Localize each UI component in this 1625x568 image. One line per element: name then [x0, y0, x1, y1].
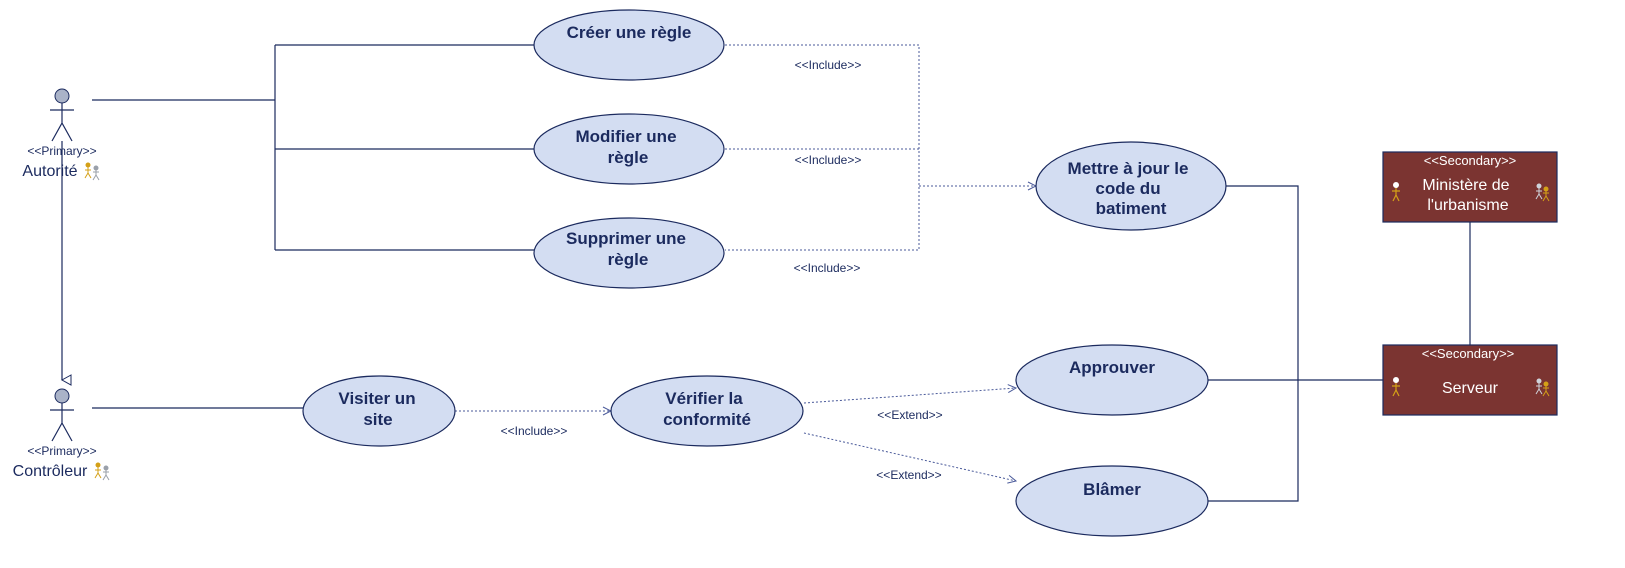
secondary-name: Serveur [1442, 380, 1499, 397]
associations [60, 44, 1471, 502]
include-bracket [725, 44, 920, 251]
actor-pair-icon [84, 162, 100, 181]
use-case-label: conformité [663, 410, 751, 429]
extend-approuver-arrow [803, 388, 1016, 404]
secondary-name: Ministère de [1422, 177, 1509, 194]
extend-label: <<Extend>> [877, 408, 942, 422]
use-case-blamer[interactable]: Blâmer [1015, 465, 1209, 537]
use-case-label: Approuver [1069, 358, 1155, 377]
actor-autorite[interactable]: <<Primary>> Autorité [22, 88, 100, 181]
stick-figure-icon [1392, 377, 1400, 397]
secondary-actor-ministere[interactable]: <<Secondary>> Ministère de l'urbanisme [1382, 151, 1558, 223]
dependencies [455, 44, 1036, 481]
use-case-label: Créer une règle [567, 23, 692, 42]
secondary-stereotype: <<Secondary>> [1422, 346, 1515, 361]
use-case-label: Visiter un [338, 389, 415, 408]
use-case-label: Modifier une [575, 127, 676, 146]
actor-pair-icon [94, 462, 110, 481]
extend-blamer-arrow [803, 432, 1016, 481]
use-case-approuver[interactable]: Approuver [1015, 344, 1209, 416]
use-case-supprimer[interactable]: Supprimer une règle [533, 217, 725, 289]
secondary-actor-serveur[interactable]: <<Secondary>> Serveur [1382, 344, 1558, 416]
use-case-label: Mettre à jour le [1068, 159, 1189, 178]
actor-name: Autorité [22, 163, 77, 180]
include-label: <<Include>> [501, 424, 568, 438]
association-mettre-blamer [1207, 185, 1299, 502]
use-case-label: règle [608, 250, 649, 269]
actor-stereotype: <<Primary>> [27, 144, 96, 158]
stick-figure-icon [50, 388, 74, 442]
include-label: <<Include>> [794, 261, 861, 275]
use-case-label: Vérifier la [665, 389, 743, 408]
use-case-label: code du [1095, 179, 1160, 198]
stick-figure-icon [1392, 182, 1400, 202]
actor-pair-icon [1535, 378, 1550, 397]
actor-stereotype: <<Primary>> [27, 444, 96, 458]
use-case-creer[interactable]: Créer une règle [533, 9, 725, 81]
secondary-stereotype: <<Secondary>> [1424, 153, 1517, 168]
include-label: <<Include>> [795, 58, 862, 72]
use-case-label: Supprimer une [566, 229, 686, 248]
actor-name: Contrôleur [13, 463, 88, 480]
use-case-label: règle [608, 148, 649, 167]
use-case-label: batiment [1096, 199, 1167, 218]
use-case-label: Blâmer [1083, 480, 1141, 499]
use-case-mettre-a-jour[interactable]: Mettre à jour le code du batiment [1035, 141, 1227, 231]
use-case-modifier[interactable]: Modifier une règle [533, 113, 725, 185]
actor-controleur[interactable]: <<Primary>> Contrôleur [13, 388, 110, 481]
extend-label: <<Extend>> [876, 468, 941, 482]
use-case-label: site [363, 410, 392, 429]
use-case-visiter[interactable]: Visiter un site [302, 375, 456, 447]
include-label: <<Include>> [795, 153, 862, 167]
actor-pair-icon [1535, 183, 1550, 202]
secondary-name: l'urbanisme [1427, 197, 1508, 214]
stick-figure-icon [50, 88, 74, 142]
use-case-verifier[interactable]: Vérifier la conformité [610, 375, 804, 447]
